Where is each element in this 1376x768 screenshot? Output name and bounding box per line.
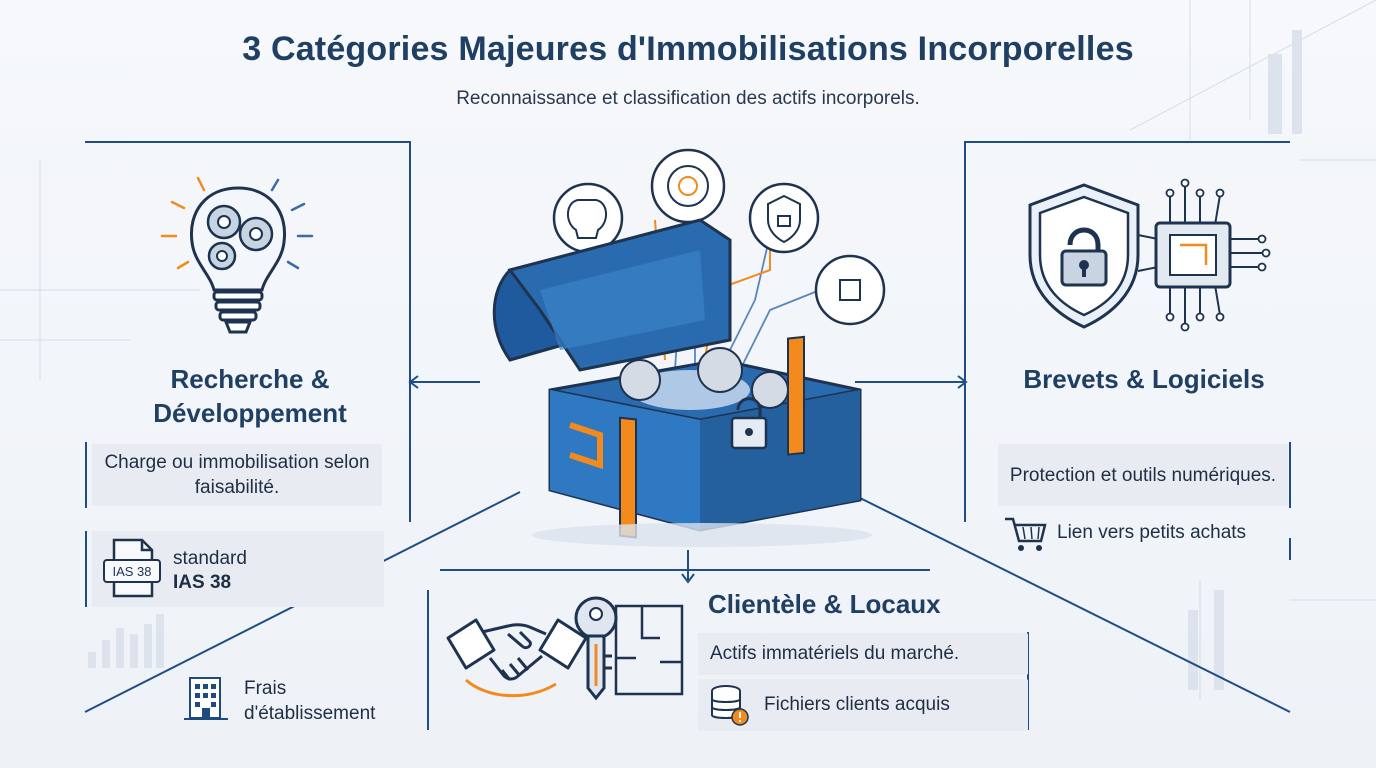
- brevets-link[interactable]: Lien vers petits achats: [1057, 522, 1247, 543]
- document-icon: IAS 38: [103, 538, 161, 598]
- rd-note: Charge ou immobilisation selon faisabili…: [92, 444, 382, 506]
- page-subtitle: Reconnaissance et classification des act…: [456, 88, 920, 109]
- clientele-extra: Fichiers clients acquis: [764, 694, 950, 715]
- clientele-extra-card: Fichiers clients acquis: [698, 679, 1028, 731]
- shield-lock-chip-icon: [1028, 178, 1271, 332]
- doc-badge-text: IAS 38: [112, 564, 151, 579]
- brevets-note: Protection et outils numériques.: [998, 444, 1288, 506]
- page-title: 3 Catégories Majeures d'Immobilisations …: [242, 30, 1134, 68]
- rd-extra: Frais d'établissement: [244, 678, 376, 724]
- shopping-cart-icon: [1005, 517, 1047, 551]
- database-warning-icon: [711, 685, 749, 726]
- treasure-chest-icon: [492, 148, 886, 547]
- standard-name: IAS 38: [173, 572, 232, 593]
- clientele-note: Actifs immatériels du marché.: [698, 633, 1028, 675]
- clientele-heading: Clientèle & Locaux: [708, 589, 941, 619]
- handshake-key-icon: [446, 596, 684, 701]
- rd-heading: Recherche & Développement: [153, 364, 347, 428]
- standard-label: standard: [173, 548, 247, 569]
- brevets-heading: Brevets & Logiciels: [1023, 364, 1265, 394]
- lightbulb-gears-icon: [160, 176, 314, 334]
- building-icon: [184, 677, 228, 720]
